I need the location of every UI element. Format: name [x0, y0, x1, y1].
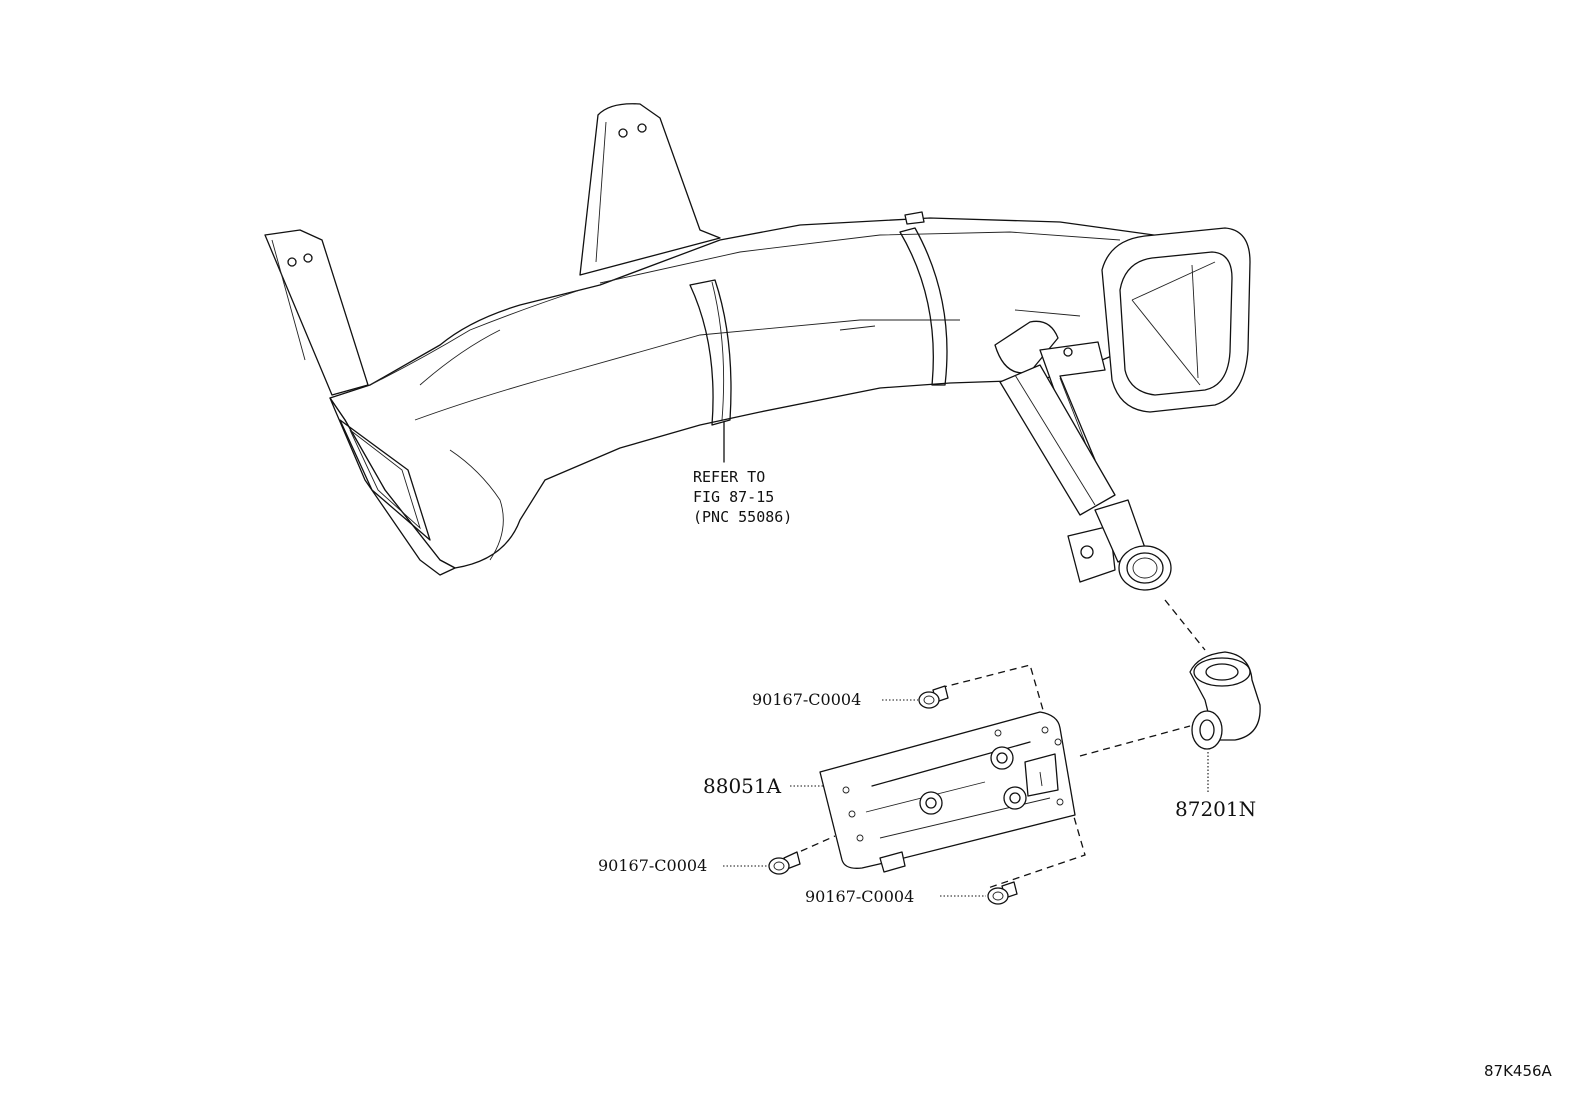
reference-note-line3: (PNC 55086) [693, 508, 792, 526]
reference-note-line2: FIG 87-15 [693, 488, 774, 506]
bolt-left [768, 851, 801, 875]
illustration-code: 87K456A [1484, 1062, 1553, 1080]
air-duct-assembly [264, 103, 1251, 576]
reference-note: REFER TO FIG 87-15 (PNC 55086) [693, 468, 792, 526]
label-bolt-top: 90167-C0004 [752, 690, 861, 709]
connector-87201N [1189, 651, 1261, 750]
bolt-top [918, 685, 949, 709]
assembly-lines [789, 599, 1206, 889]
label-bolt-bottom: 90167-C0004 [805, 887, 914, 906]
label-bracket-88051A: 88051A [703, 774, 782, 798]
label-bolt-left: 90167-C0004 [598, 856, 707, 875]
aspirator-tube [994, 320, 1172, 591]
label-connector-87201N: 87201N [1175, 797, 1256, 821]
reference-note-line1: REFER TO [693, 468, 765, 486]
bolt-bottom [987, 881, 1018, 905]
bracket-88051A [819, 711, 1076, 873]
